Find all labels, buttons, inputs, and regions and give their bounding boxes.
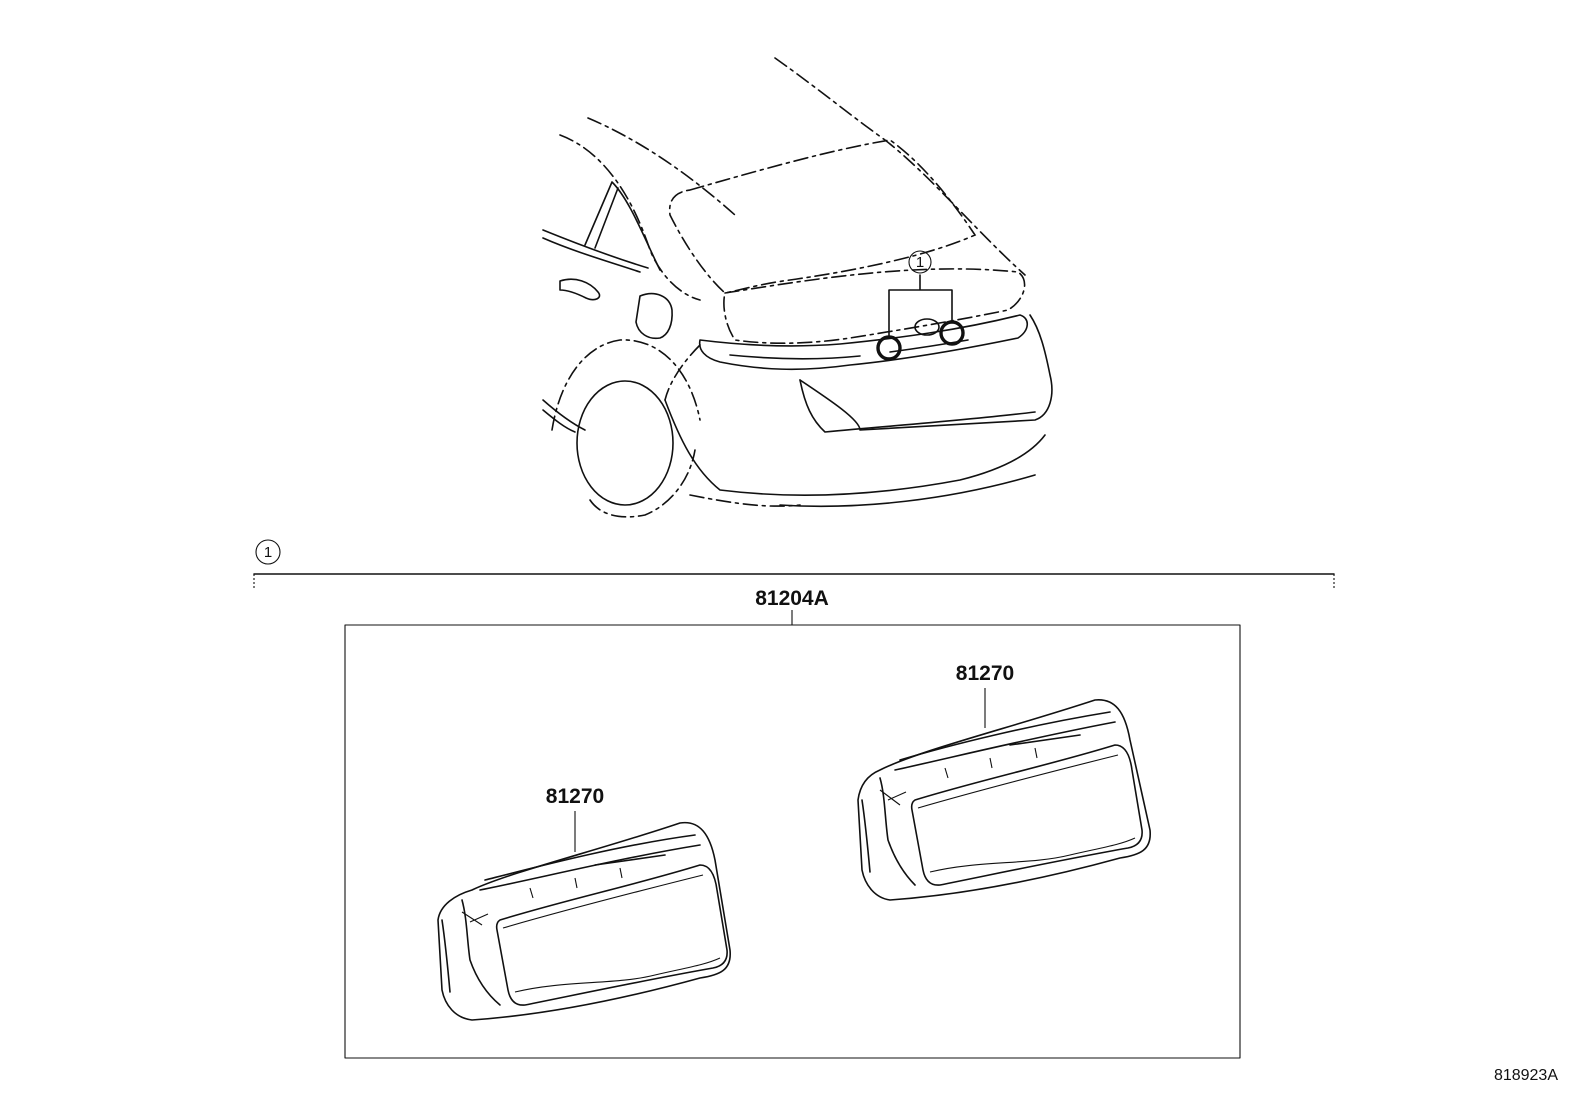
lamp-locator-right [939, 320, 965, 346]
license-lamp-left: 81270 [437, 785, 731, 1021]
car-callout-number: 1 [916, 254, 924, 271]
license-lamp-right: 81270 [857, 662, 1151, 901]
assembly-box [344, 624, 1241, 1059]
assembly-section: 1 81204A [253, 539, 1335, 1059]
assembly-part-number: 81204A [755, 587, 829, 610]
car-rear-illustration: 1 [542, 57, 1053, 518]
part-number-left: 81270 [546, 785, 604, 808]
main-callout-number: 1 [264, 544, 272, 561]
car-callout-bracket [888, 274, 953, 338]
main-callout-circle [255, 539, 281, 565]
lamp-locator-left [876, 335, 902, 361]
drawing-id: 818923A [1494, 1067, 1558, 1084]
car-callout-circle [908, 250, 932, 274]
part-number-right: 81270 [956, 662, 1014, 685]
